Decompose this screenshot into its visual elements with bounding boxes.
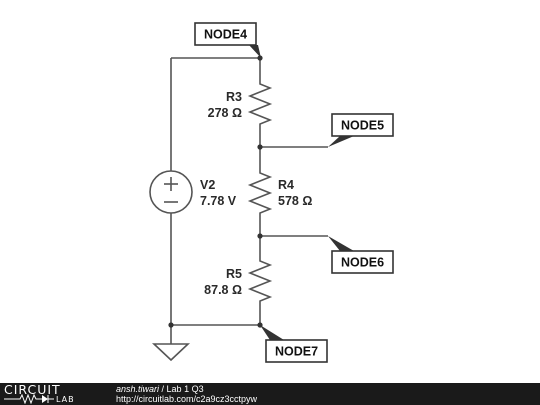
junction-dot <box>257 233 263 239</box>
logo-resistor-icon <box>4 394 54 404</box>
junction-dot <box>168 322 174 328</box>
r5-name-label: R5 <box>226 267 242 281</box>
node5-label: NODE5 <box>341 119 384 133</box>
logo-text-circuit: CIRCUIT <box>4 382 61 397</box>
r3-value-label: 278 Ω <box>208 106 242 120</box>
node4-label: NODE4 <box>204 28 247 42</box>
r4-name-label: R4 <box>278 178 294 192</box>
node-tag-node4: NODE4 <box>194 22 261 58</box>
v2-name-label: V2 <box>200 178 215 192</box>
junction-dot <box>257 55 263 61</box>
node6-label: NODE6 <box>341 256 384 270</box>
r4-value-label: 578 Ω <box>278 194 312 208</box>
logo-text-lab: LAB <box>56 395 75 404</box>
circuit-title[interactable]: Lab 1 Q3 <box>166 384 204 394</box>
resistor-r5 <box>247 256 273 306</box>
circuitlab-logo[interactable]: CIRCUIT LAB <box>4 382 94 404</box>
node-tag-node5: NODE5 <box>328 113 394 147</box>
circuit-url[interactable]: http://circuitlab.com/c2a9cz3cctpyw <box>116 394 258 404</box>
circuit-info: ansh.tiwari / Lab 1 Q3 http://circuitlab… <box>116 384 257 404</box>
r3-name-label: R3 <box>226 90 242 104</box>
wires <box>170 57 328 344</box>
voltage-source-v2 <box>149 170 193 214</box>
node-tag-node7: NODE7 <box>260 325 328 363</box>
footer-bar: CIRCUIT LAB ansh.tiwari / Lab 1 Q3 http:… <box>0 383 540 405</box>
resistor-r3 <box>247 79 273 129</box>
r5-value-label: 87.8 Ω <box>204 283 242 297</box>
resistor-r4 <box>247 168 273 218</box>
author-name[interactable]: ansh.tiwari <box>116 384 160 394</box>
v2-value-label: 7.78 V <box>200 194 237 208</box>
junction-dot <box>257 144 263 150</box>
title-separator: / <box>159 384 167 394</box>
ground-symbol <box>151 343 191 362</box>
circuit-schematic: R3 278 Ω R4 578 Ω R5 87.8 Ω V2 7.78 V NO… <box>149 22 394 363</box>
node7-label: NODE7 <box>275 345 318 359</box>
node-tag-node6: NODE6 <box>328 236 394 274</box>
